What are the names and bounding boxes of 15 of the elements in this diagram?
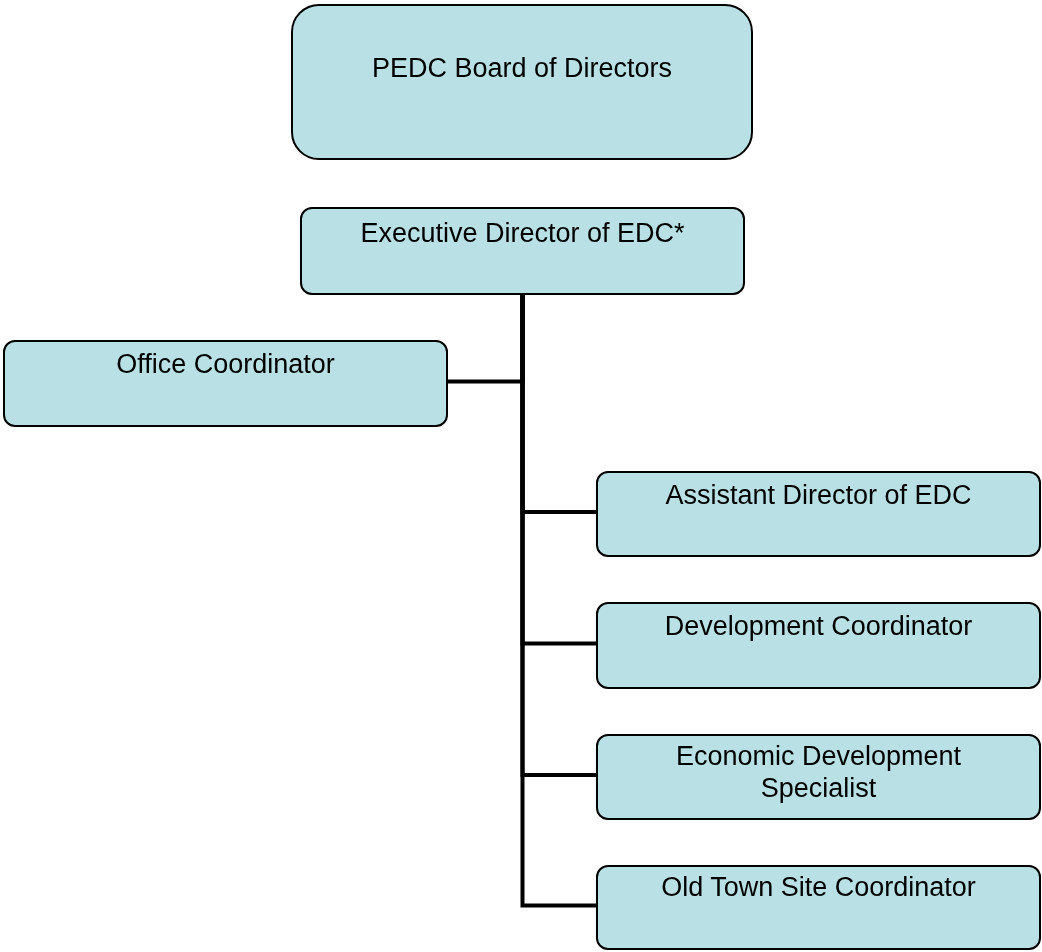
position-title: Old Town Site Coordinator xyxy=(661,871,976,903)
position-title: Development Coordinator xyxy=(664,610,973,642)
connector-line xyxy=(520,293,598,908)
position-box xyxy=(596,471,1041,557)
position-box xyxy=(596,865,1041,950)
position-box xyxy=(596,602,1041,689)
position-title: PEDC Board of Directors xyxy=(371,52,673,84)
position-box xyxy=(300,207,745,295)
position-box xyxy=(596,734,1041,820)
position-title: Office Coordinator xyxy=(116,348,335,380)
position-box xyxy=(291,4,753,160)
position-title: Assistant Director of EDC xyxy=(665,479,972,511)
position-title: Economic Development Specialist xyxy=(674,740,963,804)
position-box xyxy=(3,340,448,427)
position-title: Executive Director of EDC* xyxy=(360,217,685,249)
